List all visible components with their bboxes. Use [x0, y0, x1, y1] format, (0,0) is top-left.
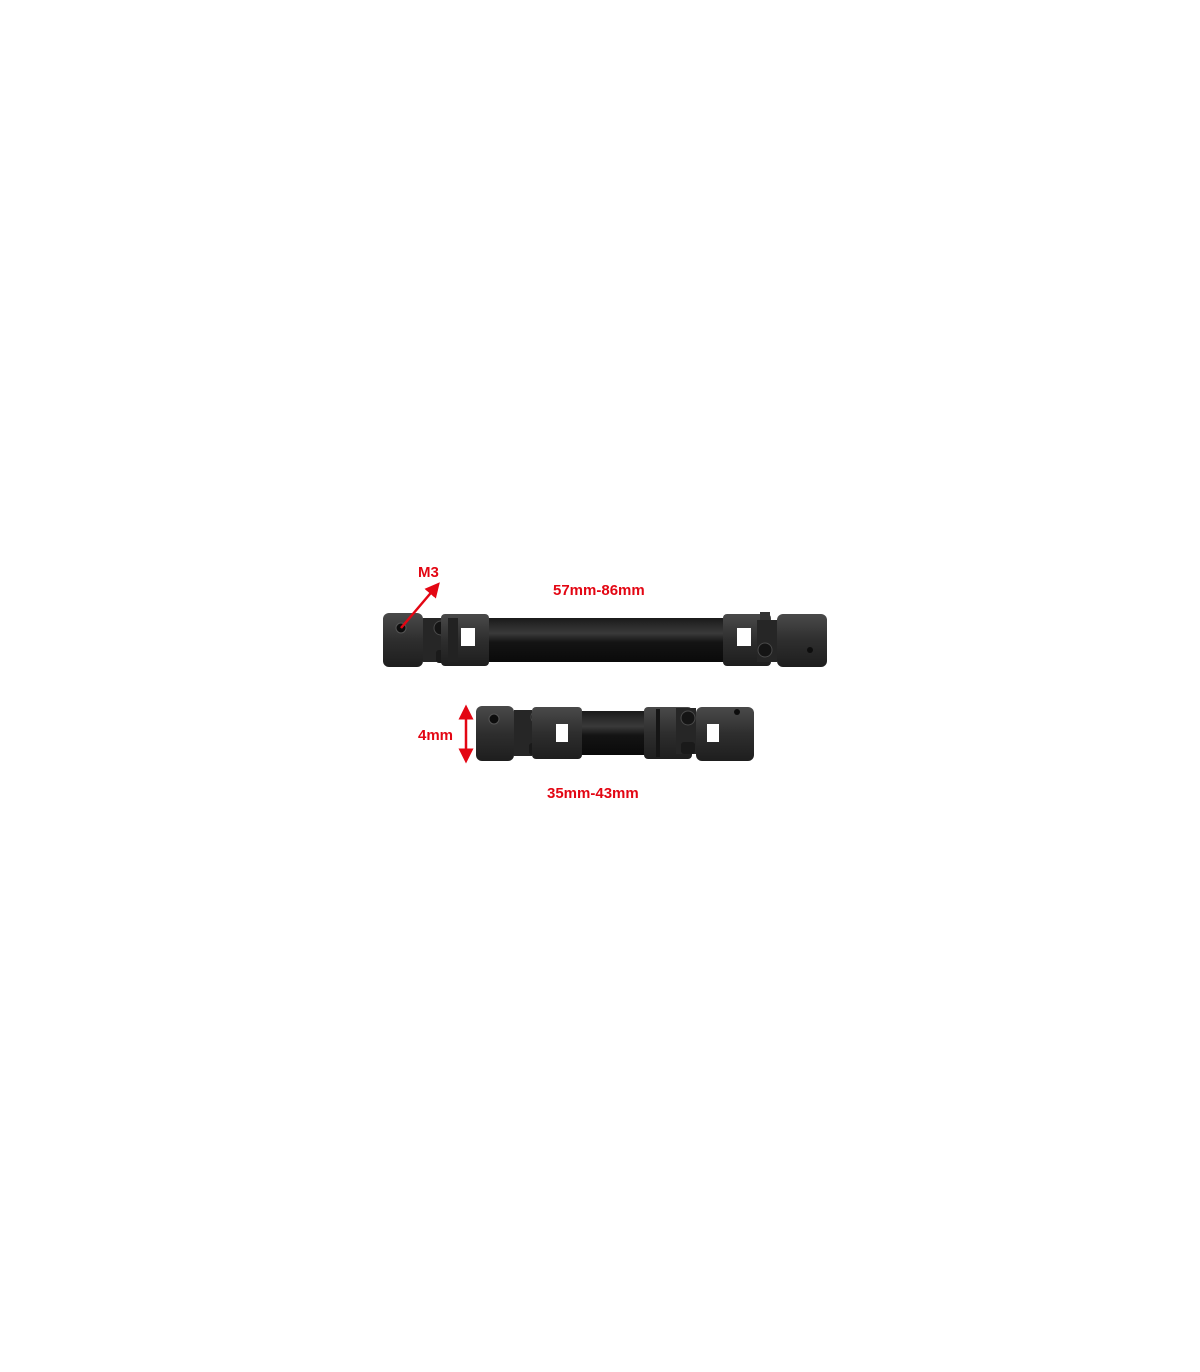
thread-size-label: M3	[418, 564, 439, 581]
long-drive-shaft	[383, 612, 827, 667]
set-screw-hole-icon	[488, 713, 500, 725]
short-drive-shaft	[476, 706, 754, 761]
thread-pointer-arrow-icon	[400, 582, 440, 629]
bore-diameter-label: 4mm	[418, 727, 454, 744]
long-shaft-length-label: 57mm-86mm	[553, 582, 645, 599]
short-shaft-length-label: 35mm-43mm	[547, 785, 639, 802]
